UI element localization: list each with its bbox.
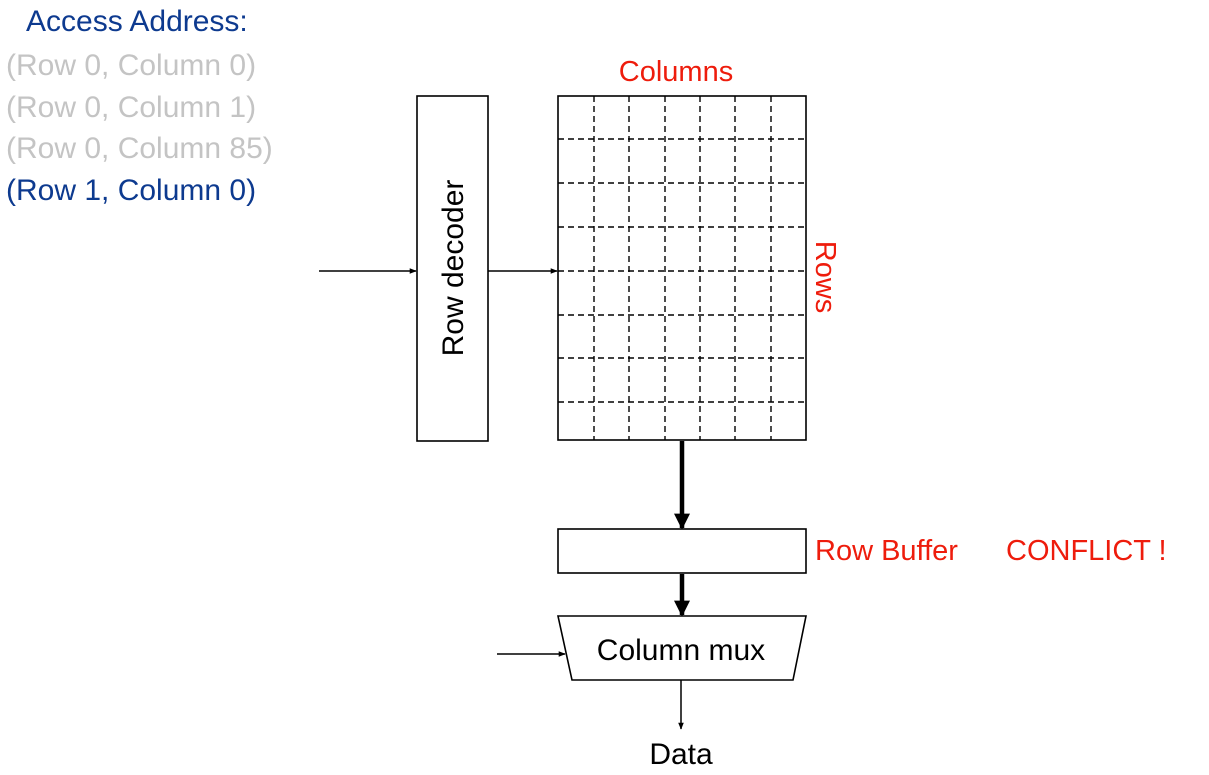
row-decoder-box (416, 95, 489, 442)
access-address-title: Access Address: (26, 5, 248, 38)
columns-label: Columns (619, 56, 733, 88)
memory-array-border (557, 95, 807, 441)
row-buffer-label: Row Buffer (815, 535, 958, 567)
data-output-label: Data (649, 738, 713, 771)
array-column-lines (593, 96, 772, 440)
column-mux-label: Column mux (597, 634, 765, 667)
column-mux-shape (557, 615, 807, 681)
rows-label: Rows (809, 241, 841, 314)
access-address-item: (Row 0, Column 1) (6, 90, 257, 124)
access-address-list: (Row 0, Column 0) (Row 0, Column 1) (Row… (6, 45, 273, 211)
access-address-item: (Row 0, Column 0) (6, 49, 257, 82)
access-address-item-current: (Row 1, Column 0) (6, 173, 257, 207)
row-buffer-status: CONFLICT ! (1006, 535, 1167, 567)
row-buffer-box (557, 528, 807, 574)
array-row-lines (558, 138, 806, 403)
memory-array (557, 95, 807, 441)
row-decoder-label: Row decoder (437, 180, 470, 357)
access-address-item: (Row 0, Column 85) (6, 132, 273, 165)
